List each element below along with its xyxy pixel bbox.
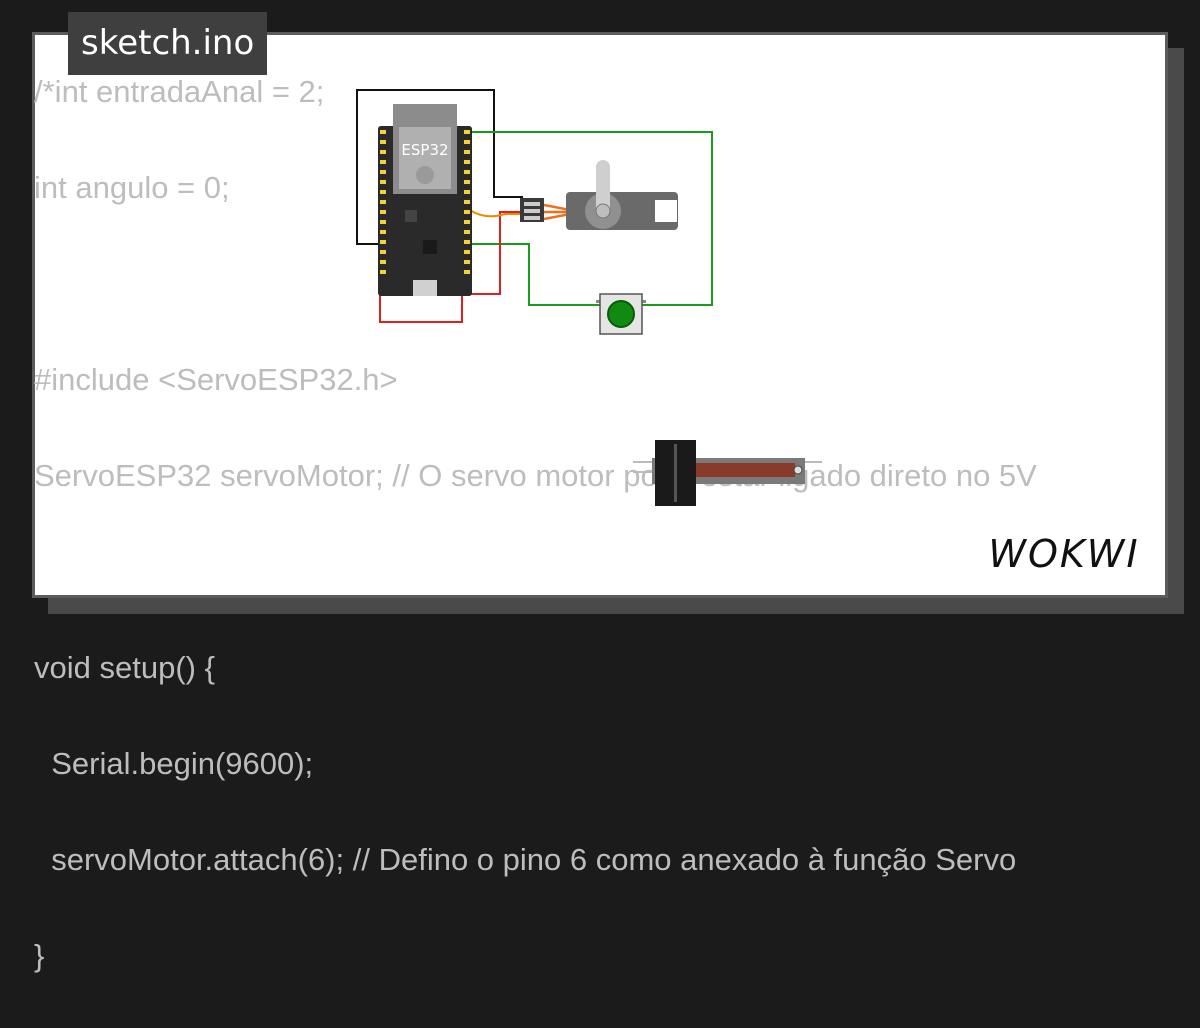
code-line: int angulo = 0; (34, 170, 230, 205)
code-line: servoMotor.attach(6); // Defino o pino 6… (34, 842, 1017, 877)
button-cap (607, 300, 635, 328)
servo-motor[interactable] (520, 160, 678, 230)
code-line: void setup() { (34, 650, 215, 685)
wire-orange (469, 209, 523, 218)
pin-header-right (464, 130, 470, 274)
sketch-filename-tag: sketch.ino (68, 12, 268, 75)
code-line: ServoESP32 servoMotor; // O servo motor … (34, 458, 1037, 493)
pushbutton[interactable] (596, 293, 646, 335)
brand-text: WOKWI (988, 532, 1139, 576)
code-line: } (34, 938, 45, 973)
usb-port-icon (413, 280, 437, 296)
circuit-diagram: ESP32 (356, 89, 822, 506)
wires (356, 89, 713, 323)
wire-black (356, 89, 523, 245)
code-line: #include <ServoESP32.h> (34, 362, 398, 397)
wokwi-logo: WOKWI (988, 532, 1139, 576)
code-line: Serial.begin(9600); (34, 746, 314, 781)
wire-green-mid (466, 243, 600, 306)
wire-red (379, 211, 523, 323)
pin-header-left (380, 130, 386, 274)
wire-green-top (466, 131, 713, 306)
slide-potentiometer[interactable] (633, 440, 822, 506)
esp32-board[interactable]: ESP32 (378, 104, 472, 296)
board-label: ESP32 (401, 141, 448, 159)
code-line: /*int entradaAnal = 2; (34, 74, 325, 109)
espressif-logo-icon (416, 166, 434, 184)
